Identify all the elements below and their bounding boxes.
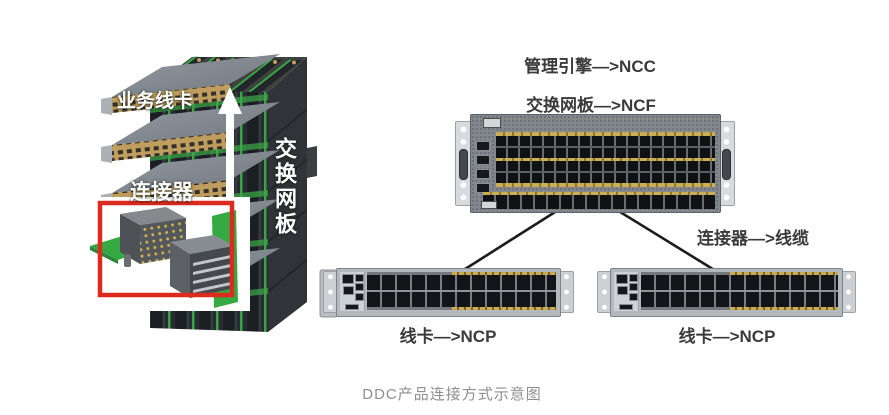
ncp-switch-left — [323, 268, 574, 317]
label-service-line-card: 业务线卡 — [117, 91, 194, 112]
chassis-illustration — [68, 54, 338, 332]
port-bank — [367, 272, 556, 313]
red-highlight-box — [97, 200, 235, 298]
chassis-side-face — [268, 57, 317, 332]
label-connector: 连接器 — [130, 181, 193, 204]
rack-ear-right — [841, 271, 856, 313]
handle — [722, 149, 731, 180]
ncp-switch-body — [610, 268, 843, 317]
connector-inset — [68, 197, 250, 311]
rack-ear-left — [323, 271, 338, 313]
upper-port-bank — [496, 132, 715, 187]
rack-ear-left — [455, 121, 472, 206]
label-switch-fabric-ncf: 交换网板—>NCF — [526, 96, 656, 115]
ncf-switch-body — [470, 114, 721, 213]
line-card — [101, 54, 280, 115]
label-line-card-ncp-right: 线卡—>NCP — [678, 327, 776, 346]
port-bank — [641, 272, 838, 313]
ncf-switch — [455, 114, 735, 213]
ncp-switch-body — [336, 268, 561, 317]
handle — [459, 149, 468, 180]
label-connector-cable: 连接器—>线缆 — [697, 229, 809, 248]
lower-port-bank — [483, 192, 715, 209]
status-port — [481, 201, 497, 209]
ncp-switch-right — [597, 268, 856, 317]
rack-ear-right — [559, 271, 574, 313]
mgmt-panel — [614, 272, 639, 311]
up-arrow — [218, 87, 242, 197]
label-management-engine-ncc: 管理引擎—>NCC — [524, 57, 656, 76]
cable-line-left — [461, 205, 564, 273]
figure-caption: DDC产品连接方式示意图 — [362, 386, 542, 403]
mgmt-port — [483, 118, 501, 128]
console-ports — [476, 141, 492, 197]
connector-block-right — [170, 235, 234, 298]
label-line-card-ncp-left: 线卡—>NCP — [399, 327, 497, 346]
rack-ear-left — [597, 271, 612, 313]
label-switch-fabric-board: 交换网板 — [272, 137, 297, 237]
mgmt-panel — [340, 272, 365, 311]
